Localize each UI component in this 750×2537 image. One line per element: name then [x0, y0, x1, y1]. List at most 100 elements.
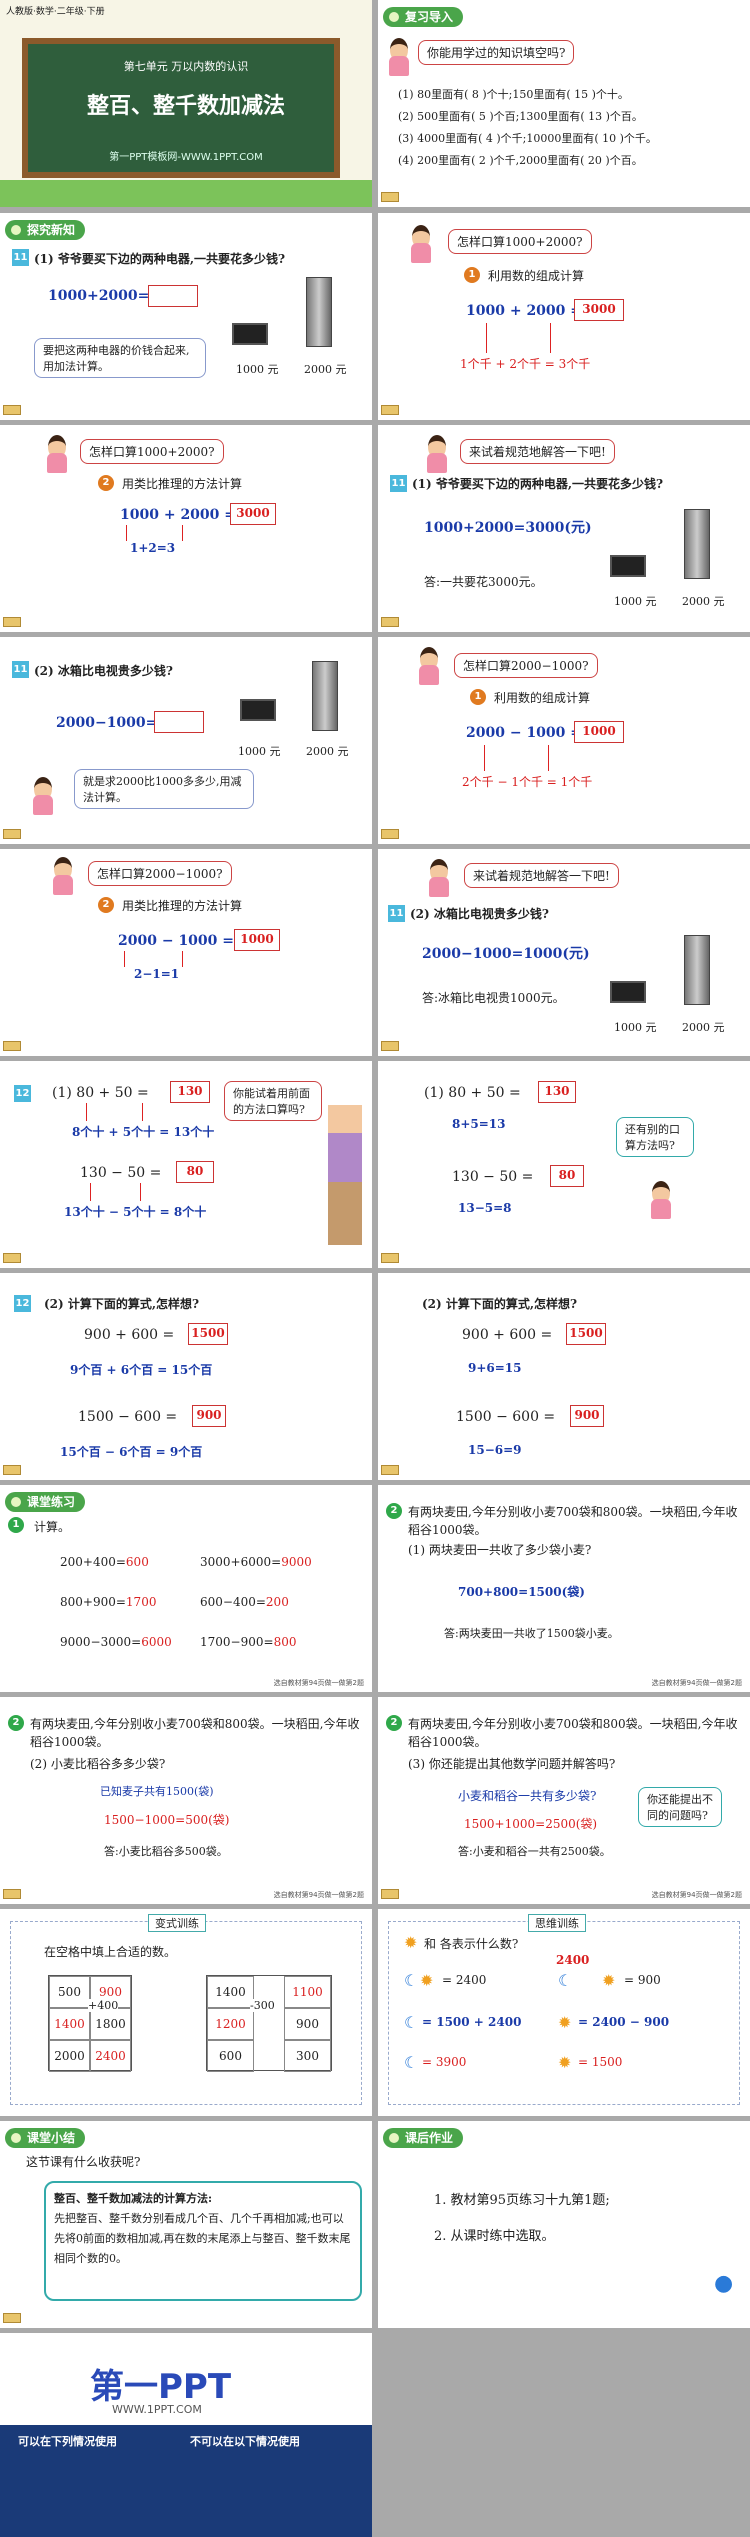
tv-icon	[610, 981, 646, 1003]
section-title: 探究新知	[5, 220, 86, 240]
answer-box: 80	[176, 1161, 214, 1183]
question-bubble: 怎样口算1000+2000?	[448, 229, 592, 254]
girl-icon	[416, 647, 442, 687]
slide-method2-sub: 怎样口算2000−1000? 2 用类比推理的方法计算 2000 − 1000 …	[0, 849, 372, 1056]
answer-box: 80	[550, 1165, 584, 1187]
answer-box[interactable]	[154, 711, 204, 733]
analogy: 13−5=8	[458, 1201, 512, 1215]
sun-icon: ✹	[404, 1933, 418, 1952]
fridge-icon	[306, 277, 332, 347]
price: 1000 元	[238, 745, 281, 758]
answer-text: 答:冰箱比电视贵1000元。	[422, 991, 565, 1005]
slide-credits: 第一PPT WWW.1PPT.COM 可以在下列情况使用 不可以在以下情况使用	[0, 2333, 372, 2537]
item-badge: 2	[386, 1503, 402, 1519]
slide-variation: 变式训练 在空格中填上合适的数。 500 900 1400 1800 2000 …	[0, 1909, 372, 2116]
section-title: 课堂小结	[5, 2128, 86, 2148]
operator: -300	[250, 1999, 275, 2012]
slide-tens-2: (1) 80 + 50 = 130 8+5=13 130 − 50 = 80 1…	[378, 1061, 750, 1268]
sun-icon: ✹	[558, 2053, 572, 2072]
expr: 1700−900=	[200, 1635, 274, 1649]
fridge-icon	[312, 661, 338, 731]
problem-number: 11	[390, 475, 407, 492]
question: (2) 冰箱比电视贵多少钱?	[410, 907, 549, 921]
answer-box: 1500	[188, 1323, 228, 1345]
tv-icon	[232, 323, 268, 345]
book-icon	[3, 827, 33, 841]
moon-icon: ☾	[558, 1971, 573, 1990]
answer-text: 答:小麦比稻谷多500袋。	[104, 1845, 228, 1858]
expr: 200+400=	[60, 1555, 126, 1569]
answer-text: 答:两块麦田一共收了1500袋小麦。	[444, 1627, 619, 1640]
book-icon	[3, 1887, 33, 1901]
source-note: 选自教材第94页做一做第2题	[273, 1891, 364, 1899]
source-note: 选自教材第94页做一做第2题	[651, 1891, 742, 1899]
method-label: 用类比推理的方法计算	[122, 477, 243, 491]
review-line: (3) 4000里面有( 4 )个千;10000里面有( 10 )个千。	[398, 132, 657, 145]
analogy: 15−6=9	[468, 1443, 522, 1457]
decomposition: 13个十 − 5个十 = 8个十	[64, 1205, 207, 1219]
question: (2) 计算下面的算式,怎样想?	[44, 1297, 200, 1311]
decomposition: 1个千 + 2个千 = 3个千	[460, 357, 591, 371]
homework-item: 1. 教材第95页练习十九第1题;	[434, 2193, 610, 2208]
sun-icon: ✹	[558, 2013, 572, 2032]
book-icon	[381, 1251, 411, 1265]
equation: 1500−1000=500(袋)	[104, 1813, 230, 1827]
book-icon	[381, 403, 411, 417]
slide-cover: 人教版·数学·二年级·下册 第七单元 万以内数的认识 整百、整千数加减法 第一P…	[0, 0, 372, 207]
answer-box[interactable]	[148, 285, 198, 307]
expr: 3000+6000=	[200, 1555, 282, 1569]
slide-hundreds-1: 12 (2) 计算下面的算式,怎样想? 900 + 600 = 1500 9个百…	[0, 1273, 372, 1480]
cover-unit: 第七单元 万以内数的认识	[123, 60, 249, 73]
slide-thinking: 思维训练 ✹ 和 各表示什么数? 2400 ☾ ✹ = 2400 ☾ ✹ = 9…	[378, 1909, 750, 2116]
source-note: 选自教材第94页做一做第2题	[273, 1679, 364, 1687]
equation: 1500+1000=2500(袋)	[464, 1817, 598, 1831]
problem: 有两块麦田,今年分别收小麦700袋和800袋。一块稻田,今年收稻谷1000袋。	[408, 1505, 738, 1537]
slide-method2-add: 怎样口算1000+2000? 2 用类比推理的方法计算 1000 + 2000 …	[0, 425, 372, 632]
equation: 130 − 50 =	[80, 1165, 162, 1181]
operator: +400	[88, 1999, 119, 2012]
book-icon	[381, 190, 411, 204]
slide-answer-sub: 来试着规范地解答一下吧! 11 (2) 冰箱比电视贵多少钱? 2000−1000…	[378, 849, 750, 1056]
girl-icon	[426, 859, 452, 899]
price: 2000 元	[682, 595, 725, 608]
decomposition: 15个百 − 6个百 = 9个百	[60, 1445, 203, 1459]
homework-item: 2. 从课时练中选取。	[434, 2229, 555, 2244]
moon-icon: ☾	[404, 2013, 419, 2032]
question-bubble: 怎样口算2000−1000?	[454, 653, 598, 678]
slide-hundreds-2: (2) 计算下面的算式,怎样想? 900 + 600 = 1500 9+6=15…	[378, 1273, 750, 1480]
girl-icon	[424, 435, 450, 475]
source-note: 选自教材第94页做一做第2题	[651, 1679, 742, 1687]
tv-icon	[240, 699, 276, 721]
price: 2000 元	[304, 363, 347, 376]
slide-wheat-2: 2 有两块麦田,今年分别收小麦700袋和800袋。一块稻田,今年收稻谷1000袋…	[0, 1697, 372, 1904]
review-line: (4) 200里面有( 2 )个千,2000里面有( 20 )个百。	[398, 154, 643, 167]
question-bubble: 怎样口算2000−1000?	[88, 861, 232, 886]
tip: 你还能提出不同的问题吗?	[638, 1787, 722, 1827]
book-icon	[381, 1463, 411, 1477]
sun-icon: ✹	[602, 1971, 616, 1990]
problem-number: 11	[12, 249, 29, 266]
question-bubble: 来试着规范地解答一下吧!	[460, 439, 615, 464]
analogy: 8+5=13	[452, 1117, 506, 1131]
answer-text: 答:一共要花3000元。	[424, 575, 543, 589]
method-badge: 2	[98, 897, 114, 913]
boy-icon	[648, 1181, 674, 1221]
result: 1700	[125, 1595, 157, 1609]
equation: (1) 80 + 50 =	[424, 1085, 521, 1101]
grass	[0, 180, 372, 207]
problem-number: 11	[12, 661, 29, 678]
summary-body: 先把整百、整千数分别看成几个百、几个千再相加减;也可以先将0前面的数相加减,再在…	[54, 2212, 351, 2265]
fridge-icon	[684, 935, 710, 1005]
tv-icon	[610, 555, 646, 577]
tip: 就是求2000比1000多多少,用减法计算。	[74, 769, 254, 809]
slide-review: 复习导入 你能用学过的知识填空吗? (1) 80里面有( 8 )个十;150里面…	[378, 0, 750, 207]
logo-url: WWW.1PPT.COM	[112, 2403, 202, 2416]
tip: 要把这两种电器的价钱合起来,用加法计算。	[34, 338, 206, 378]
price: 2000 元	[682, 1021, 725, 1034]
review-line: (1) 80里面有( 8 )个十;150里面有( 15 )个十。	[398, 88, 629, 101]
cover-title: 整百、整千数加减法	[86, 93, 285, 119]
instruction: 和 各表示什么数?	[424, 1937, 519, 1951]
book-icon	[3, 2311, 33, 2325]
slide-wheat-1: 2 有两块麦田,今年分别收小麦700袋和800袋。一块稻田,今年收稻谷1000袋…	[378, 1485, 750, 1692]
problem: 有两块麦田,今年分别收小麦700袋和800袋。一块稻田,今年收稻谷1000袋。	[30, 1717, 360, 1749]
